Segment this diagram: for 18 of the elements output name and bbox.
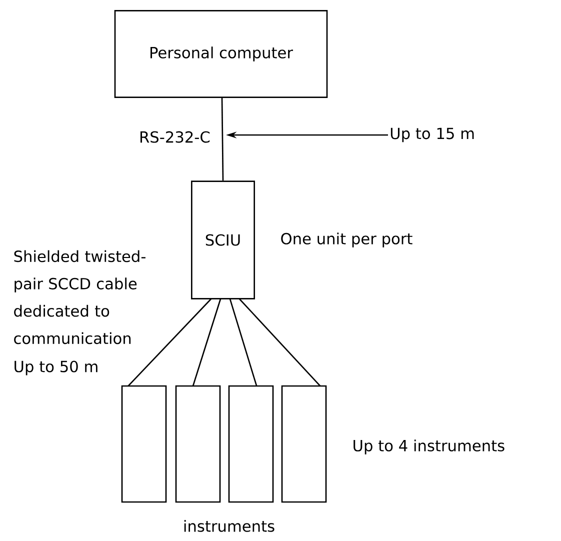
- note-text: Up to 4 instruments: [354, 440, 504, 454]
- connector-line: [229, 298, 258, 386]
- edge-label: RS-232-C: [140, 131, 210, 143]
- computer-box: Personal computer: [114, 10, 328, 98]
- instrument-box: [121, 385, 167, 503]
- caption-text: instruments: [184, 520, 274, 532]
- instrument-box: [281, 385, 327, 503]
- note-text: Shielded twisted-pair SCCD cable dedicated to communication: [14, 250, 146, 344]
- connector-line: [192, 298, 222, 386]
- connector-line: [221, 98, 224, 181]
- note-text: Up to 50 m: [14, 360, 98, 376]
- instrument-box: [175, 385, 221, 503]
- note-text: Up to 15 m: [390, 128, 474, 142]
- connector-line: [239, 298, 321, 386]
- connector-line: [128, 298, 212, 386]
- interface-box: SCIU: [191, 180, 255, 300]
- instrument-box: [228, 385, 274, 503]
- note-text: One unit per port: [281, 232, 412, 248]
